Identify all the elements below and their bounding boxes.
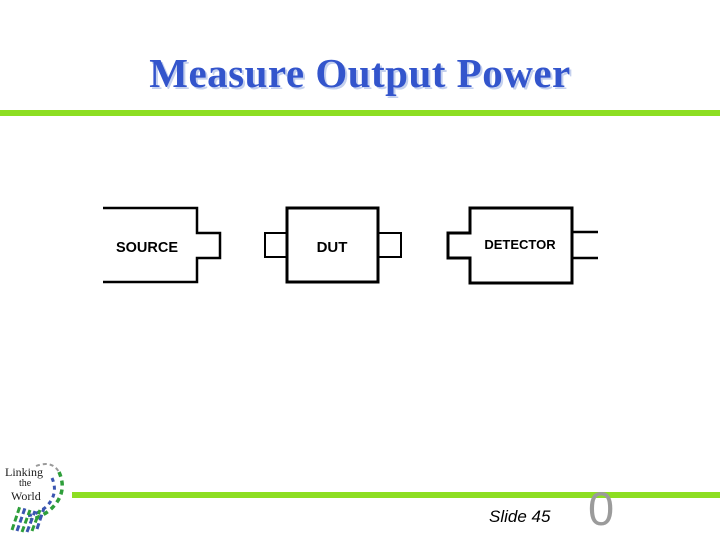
page-title: Measure Output Power [149,50,571,97]
source-block-label: SOURCE [116,240,178,256]
detector-block-label: DETECTOR [484,237,556,252]
bottom-divider [72,492,720,498]
linking-the-world-logo: Linking the World [2,458,76,538]
page-number: 0 [588,482,615,535]
top-divider [0,110,720,116]
logo-hatch [10,505,46,533]
slide-number-label: Slide 45 [489,507,551,526]
dut-right-connector [377,232,402,258]
source-block-outline [103,206,222,284]
logo-text-line3: World [11,489,41,503]
logo-text-line2: the [19,478,32,489]
dut-block-outline [285,206,380,284]
dut-block-label: DUT [317,239,348,256]
dut-left-connector [264,232,288,258]
logo-swoosh-icon [10,463,64,533]
logo-text-line1: Linking [5,465,43,479]
